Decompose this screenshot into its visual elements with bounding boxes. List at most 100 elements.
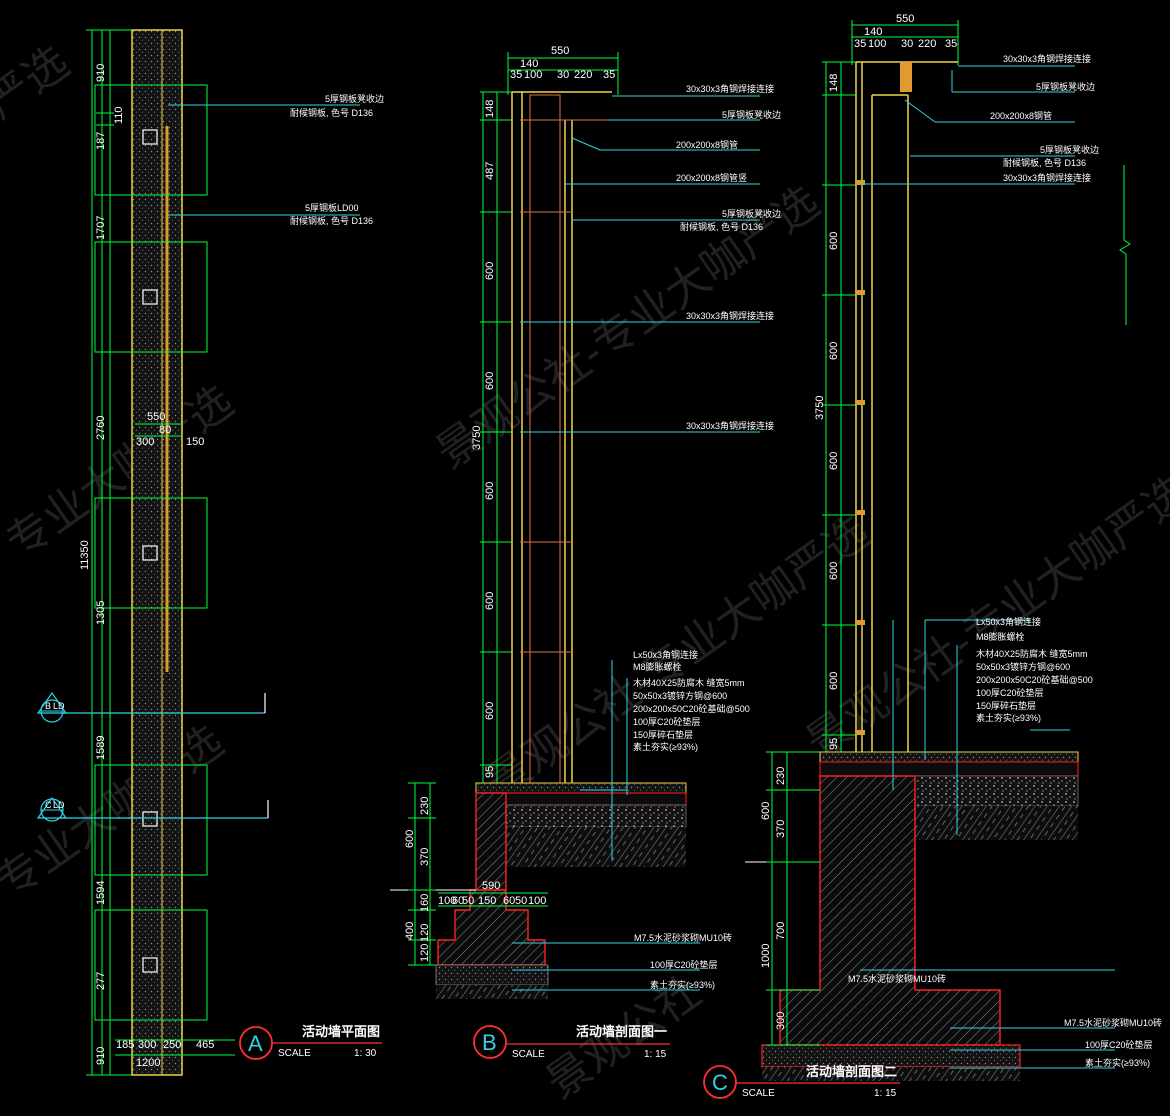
plan-dims-vertical: 910 110 187 1707 2760 11350 1305 1589 15… <box>79 64 125 1065</box>
section-b-soil <box>506 827 686 867</box>
section-c-gravel <box>914 775 1079 807</box>
dim-label: 148 <box>828 74 840 92</box>
dim-label: 30 <box>901 38 913 50</box>
annotation: 5厚钢板LD00 <box>305 202 359 213</box>
annotation: 200x200x8钢管 <box>990 110 1052 121</box>
dim-label: 600 <box>828 342 840 360</box>
dim-label: 100 <box>528 895 546 907</box>
scale-label: SCALE <box>278 1048 311 1059</box>
dim-label: 400 <box>404 922 416 940</box>
section-b-foundation-annotations: M7.5水泥砂浆砌MU10砖 100厚C20砼垫层 素土夯实(≥93%) <box>634 932 732 990</box>
dim-label: 220 <box>918 38 936 50</box>
dim-label: 140 <box>864 26 882 38</box>
annotation: 5厚钢板凳收边 <box>722 109 781 120</box>
dim-label: 1707 <box>95 216 107 240</box>
dim-label: 150 <box>186 436 204 448</box>
dim-label: 50 <box>462 895 474 907</box>
annotation: 100厚C20砼垫层 <box>1085 1039 1153 1050</box>
dim-label: 187 <box>95 132 107 150</box>
dim-label: 600 <box>828 452 840 470</box>
dim-label: 600 <box>404 830 416 848</box>
plan-dims-bottom: 185 300 250 465 1200 <box>116 1039 214 1069</box>
title-block-c: C 活动墙剖面图二 SCALE 1: 15 <box>703 1064 900 1099</box>
dim-label: 140 <box>520 58 538 70</box>
annotation: 150厚碎石垫层 <box>633 729 693 740</box>
plan-view-a: 910 110 187 1707 2760 11350 1305 1589 15… <box>36 29 384 1076</box>
annotation: 素土夯实(≥93%) <box>1085 1057 1150 1068</box>
section-b-layer-annotations: Lx50x3角钢连接 M8膨胀螺栓 木材40X25防腐木 缝宽5mm 50x50… <box>633 649 750 752</box>
annotation: 100厚C20砼垫层 <box>976 687 1044 698</box>
title-block-a: A 活动墙平面图 SCALE 1: 30 <box>239 1024 382 1060</box>
dim-label: 60 <box>503 895 515 907</box>
annotation: 30x30x3角钢焊接连接 <box>1003 53 1091 64</box>
annotation: 30x30x3角钢焊接连接 <box>1003 172 1091 183</box>
dim-label: 230 <box>419 797 431 815</box>
title-circle <box>473 1025 507 1059</box>
section-mark-sheet: LD <box>53 701 65 711</box>
annotation: 耐候钢板, 色号 D136 <box>290 215 373 226</box>
dim-label: 300 <box>138 1039 156 1051</box>
annotation: 素土夯实(≥93%) <box>650 979 715 990</box>
dim-label: 120 <box>419 944 431 962</box>
dim-label: 60 <box>452 895 464 907</box>
annotation: 200x200x50C20砼基础@500 <box>633 703 750 714</box>
annotation: M7.5水泥砂浆砌MU10砖 <box>634 932 732 943</box>
dim-label: 100 <box>524 69 542 81</box>
dim-label: 230 <box>775 767 787 785</box>
title-letter: C <box>712 1070 728 1095</box>
dim-label: 600 <box>760 802 772 820</box>
annotation: 100厚C20砼垫层 <box>633 716 701 727</box>
section-c-soil <box>915 806 1078 840</box>
title-text: 活动墙剖面图二 <box>806 1064 897 1079</box>
dim-label: 160 <box>419 894 431 912</box>
dim-label: 370 <box>775 820 787 838</box>
annotation: 5厚钢板凳收边 <box>1036 81 1095 92</box>
dim-label: 95 <box>484 766 496 778</box>
plan-detail-dims: 550 300 80 150 <box>136 411 204 448</box>
dim-label: 150 <box>478 895 496 907</box>
annotation: 200x200x8钢管竖 <box>676 172 747 183</box>
dim-label: 600 <box>828 562 840 580</box>
dim-label: 50 <box>515 895 527 907</box>
section-b-annotations: 30x30x3角钢焊接连接 5厚钢板凳收边 200x200x8钢管 200x20… <box>676 83 781 431</box>
section-b-dims-vertical: 148 487 600 600 3750 600 600 600 95 <box>471 100 496 778</box>
section-mark-b: B LD <box>36 691 266 723</box>
dim-label: 1305 <box>95 601 107 625</box>
dim-label: 220 <box>574 69 592 81</box>
annotation: 150厚碎石垫层 <box>976 700 1036 711</box>
section-view-b: 550 140 35 100 30 220 35 148 487 600 6 <box>390 45 781 999</box>
section-c-annotations: 30x30x3角钢焊接连接 5厚钢板凳收边 200x200x8钢管 5厚钢板凳收… <box>990 53 1099 183</box>
dim-label: 1000 <box>760 944 772 968</box>
dim-label: 1589 <box>95 736 107 760</box>
title-text: 活动墙平面图 <box>302 1024 380 1039</box>
dim-label: 600 <box>484 592 496 610</box>
watermark-text: 专业大咖严选 <box>0 717 232 909</box>
plan-annotations: 5厚钢板凳收边 耐候钢板, 色号 D136 5厚钢板LD00 耐候钢板, 色号 … <box>290 93 384 226</box>
watermark-text: 严选 <box>0 38 78 129</box>
annotation: 木材40X25防腐木 缝宽5mm <box>633 677 745 688</box>
section-c-layer-annotations: Lx50x3角钢连接 M8膨胀螺栓 木材40X25防腐木 缝宽5mm 50x50… <box>976 616 1093 723</box>
dim-label: 277 <box>95 972 107 990</box>
dim-label: 1200 <box>136 1057 160 1069</box>
section-mark-sheet: LD <box>53 800 65 810</box>
title-text: 活动墙剖面图一 <box>576 1024 667 1039</box>
section-c-dims-vertical: 148 600 600 3750 600 600 600 95 <box>814 74 840 750</box>
plan-bench-squares <box>142 129 158 973</box>
scale-value: 1: 15 <box>874 1088 897 1099</box>
dim-label: 590 <box>482 880 500 892</box>
dim-label: 550 <box>896 13 914 25</box>
dim-label: 600 <box>484 702 496 720</box>
dim-label: 600 <box>484 372 496 390</box>
annotation: 木材40X25防腐木 缝宽5mm <box>976 648 1088 659</box>
annotation: 5厚钢板凳收边 <box>1040 144 1099 155</box>
dim-label: 185 <box>116 1039 134 1051</box>
section-b-paving <box>475 782 687 794</box>
annotation: 30x30x3角钢焊接连接 <box>686 420 774 431</box>
dim-label: 465 <box>196 1039 214 1051</box>
dim-label: 300 <box>136 436 154 448</box>
dim-label: 550 <box>551 45 569 57</box>
section-b-foundation-dims: 230 370 600 590 160 120 400 120 100 60 5… <box>404 797 546 962</box>
dim-label: 100 <box>868 38 886 50</box>
section-b-foundation <box>475 792 507 891</box>
title-letter: A <box>248 1031 263 1056</box>
